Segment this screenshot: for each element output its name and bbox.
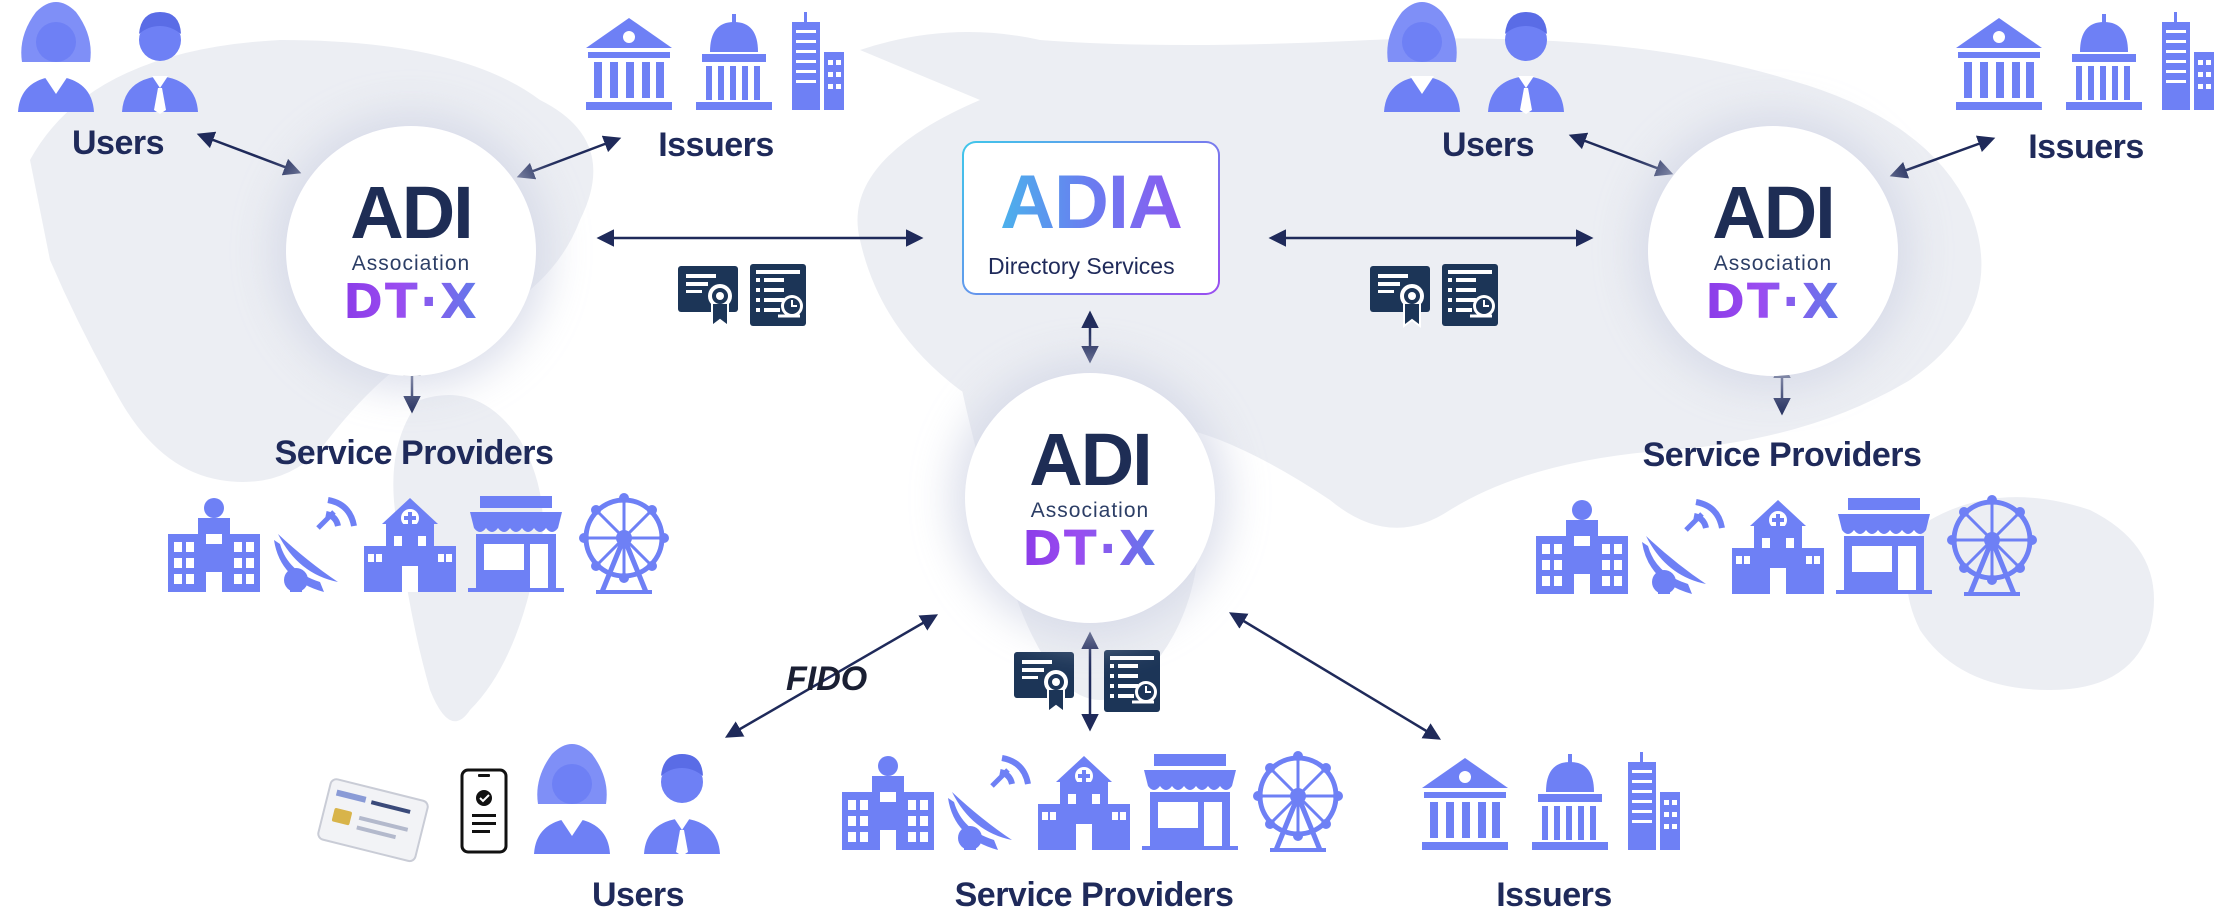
users-label-bottom: Users (591, 876, 685, 914)
fido-label: FIDO (786, 660, 868, 698)
ferris-wheel-icon (579, 493, 669, 592)
id-card-icon (317, 778, 429, 863)
dtx-logo-text: DT·X (965, 523, 1215, 575)
issuers-label-top-left: Issuers (658, 126, 774, 164)
certificate-icon (677, 265, 739, 327)
adi-logo-text: ADI (350, 171, 473, 254)
capitol-icon (2066, 14, 2142, 110)
adi-logo-text: ADI (1712, 171, 1835, 254)
user-woman-icon (1384, 2, 1460, 112)
directory-services-label: Directory Services (988, 253, 1175, 279)
shop-icon (1142, 754, 1238, 850)
adia-directory-services-box: ADIA Directory Services (962, 141, 1220, 295)
users-label-top-right: Users (1441, 126, 1535, 164)
office-towers-icon (792, 12, 844, 110)
service-providers-label-left: Service Providers (274, 434, 554, 472)
hospital-icon (1038, 756, 1130, 850)
smartphone-icon (460, 768, 508, 854)
adi-dtx-hub-left: ADI Association DT·X (286, 126, 536, 376)
service-providers-label-right: Service Providers (1642, 436, 1922, 474)
school-icon (168, 498, 260, 592)
certificate-icon (1013, 651, 1075, 713)
association-text: Association (351, 252, 471, 275)
ferris-wheel-icon (1253, 751, 1343, 850)
bank-icon (586, 18, 672, 110)
service-providers-label-bottom: Service Providers (954, 876, 1234, 914)
satellite-dish-icon (1642, 502, 1722, 594)
association-text: Association (1713, 252, 1833, 275)
bank-icon (1956, 18, 2042, 110)
school-icon (842, 756, 934, 850)
satellite-dish-icon (274, 500, 354, 592)
users-label-top-left: Users (71, 124, 165, 162)
report-icon (1440, 262, 1500, 328)
user-woman-icon (18, 2, 94, 112)
shop-icon (1836, 498, 1932, 594)
adi-dtx-hub-right: ADI Association DT·X (1648, 126, 1898, 376)
hospital-icon (1732, 500, 1824, 594)
issuers-label-top-right: Issuers (2028, 128, 2144, 166)
issuers-label-bottom: Issuers (1496, 876, 1612, 914)
adia-title: ADIA (964, 165, 1218, 241)
report-icon (748, 262, 808, 328)
user-man-icon (644, 754, 720, 856)
bank-icon (1422, 758, 1508, 850)
user-woman-icon (534, 744, 610, 854)
connectors (196, 131, 1996, 740)
dtx-logo-text: DT·X (286, 276, 536, 328)
satellite-dish-icon (948, 758, 1028, 850)
office-towers-icon (1628, 752, 1680, 850)
report-icon (1102, 648, 1162, 714)
adi-dtx-hub-center: ADI Association DT·X (965, 373, 1215, 623)
capitol-icon (1532, 754, 1608, 850)
capitol-icon (696, 14, 772, 110)
association-text: Association (1030, 499, 1150, 522)
school-icon (1536, 500, 1628, 594)
office-towers-icon (2162, 12, 2214, 110)
adi-logo-text: ADI (1029, 418, 1152, 501)
dtx-logo-text: DT·X (1648, 276, 1898, 328)
